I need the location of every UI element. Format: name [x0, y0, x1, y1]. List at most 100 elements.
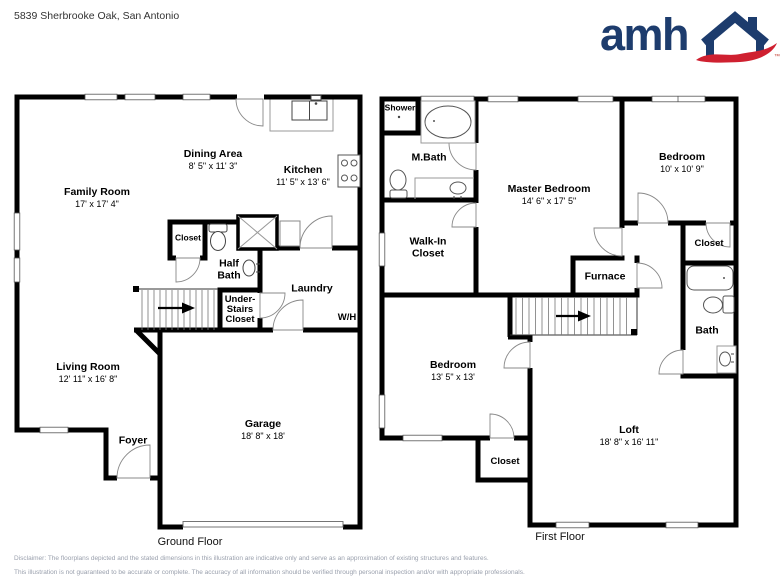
room-label-walk-in-closet: Walk-In Closet	[409, 235, 447, 260]
room-dims: 18' 8" x 18'	[241, 430, 285, 441]
bedroom-left-door-swing	[503, 341, 531, 369]
mbath-fixtures	[389, 100, 476, 199]
amh-logo-text: amh	[600, 9, 690, 60]
walkin-door-swing	[451, 202, 477, 228]
room-label-dining-area: Dining Area 8' 5" x 11' 3"	[184, 148, 243, 171]
stove	[337, 154, 361, 188]
room-name: Garage	[244, 418, 282, 430]
room-dims: 18' 8" x 16' 11"	[599, 436, 659, 447]
logo-swoosh	[696, 43, 777, 63]
room-label-bedroom-right: Bedroom 10' x 10' 9"	[658, 151, 706, 174]
room-name: Furnace	[584, 270, 626, 283]
room-label-master-bedroom: Master Bedroom 14' 6" x 17' 5"	[508, 183, 591, 206]
room-label-closet-bottom: Closet	[490, 457, 519, 467]
room-dims: 10' x 10' 9"	[660, 163, 704, 174]
bath-fixtures	[686, 265, 737, 374]
room-label-mbath: M.Bath	[412, 152, 447, 164]
ground-doors	[116, 98, 333, 479]
stair-arrow-icon	[182, 302, 195, 314]
disclaimer-text: Disclaimer: The floorplans depicted and …	[14, 552, 525, 579]
room-label-foyer: Foyer	[119, 435, 148, 447]
room-label-half-bath: Half Bath	[217, 257, 241, 282]
logo-trademark: ™	[774, 54, 780, 60]
master-door-swing	[593, 227, 623, 257]
bath-toilet-bowl	[703, 296, 723, 314]
room-label-laundry: Laundry	[291, 283, 332, 295]
room-dims: 17' x 17' 4"	[75, 198, 119, 209]
room-name: Bath	[695, 324, 719, 337]
room-label-garage: Garage 18' 8" x 18'	[241, 418, 285, 441]
room-label-loft: Loft 18' 8" x 16' 11"	[599, 424, 659, 447]
disclaimer-line1: Disclaimer: The floorplans depicted and …	[14, 555, 489, 562]
mbath-sink	[449, 181, 467, 195]
room-name: Walk-In Closet	[409, 235, 447, 259]
disclaimer-line2: This illustration is not guaranteed to b…	[14, 568, 525, 576]
stair-newel	[133, 286, 139, 292]
furnace-door-swing	[636, 262, 663, 289]
front-door-swing	[116, 444, 151, 479]
closet-door-swing	[175, 257, 201, 283]
room-dims: 11' 5" x 13' 6"	[276, 176, 330, 187]
ground-stairs	[133, 286, 218, 330]
understairs-door-swing	[259, 292, 286, 319]
room-name: Closet	[490, 456, 520, 467]
room-name: Shower	[384, 102, 416, 113]
ground-windows	[13, 93, 211, 434]
mbath-toilet-bowl	[389, 169, 407, 191]
bath-sink	[719, 351, 731, 367]
room-label-closet-ground: Closet	[175, 232, 201, 243]
room-name: Foyer	[118, 434, 148, 447]
sink-faucet	[310, 95, 322, 101]
room-name: Half Bath	[217, 257, 241, 281]
room-dims: 13' 5" x 13'	[431, 371, 475, 382]
first-floor-plan	[378, 95, 739, 529]
room-name: Laundry	[291, 282, 333, 295]
toilet-bowl	[210, 231, 226, 251]
amh-logo: amh ™	[598, 9, 784, 66]
first-doors	[448, 142, 731, 439]
mbath-vanity	[414, 177, 474, 199]
room-label-shower: Shower	[384, 102, 416, 113]
room-name: Bedroom	[658, 151, 706, 163]
ground-floor-label: Ground Floor	[157, 536, 223, 548]
ground-walls	[14, 94, 363, 530]
room-name: Closet	[175, 232, 201, 243]
sink-faucet-marks	[256, 263, 260, 273]
mbath-toilet-tank	[389, 189, 408, 199]
master-tub	[424, 105, 472, 139]
kitchen-fixtures	[269, 95, 361, 188]
room-label-bath: Bath	[695, 325, 718, 337]
kitchen-counter	[269, 99, 334, 132]
bath-door-swing	[658, 349, 684, 375]
first-stairs	[510, 297, 638, 336]
halfbath-sink	[242, 259, 256, 277]
room-dims: 12' 11" x 16' 8"	[58, 373, 118, 384]
room-label-kitchen: Kitchen 11' 5" x 13' 6"	[276, 164, 330, 187]
room-name: M.Bath	[411, 151, 447, 164]
first-walls	[379, 96, 739, 528]
dining-door-swing	[235, 98, 264, 127]
shelf-box	[279, 220, 301, 247]
room-dims: 14' 6" x 17' 5"	[521, 195, 577, 206]
bath-tub	[686, 265, 734, 291]
room-name: Closet	[694, 238, 724, 249]
room-label-furnace: Furnace	[585, 271, 626, 283]
laundry-garage-door-swing	[272, 299, 304, 331]
stair-arrow-icon	[578, 310, 591, 322]
room-name: Kitchen	[283, 164, 323, 176]
garage-door	[182, 521, 344, 528]
room-label-closet-right: Closet	[694, 239, 723, 249]
room-name: Living Room	[56, 361, 120, 373]
closet-bottom-door-swing	[489, 413, 515, 439]
room-name: Bedroom	[429, 359, 477, 371]
half-bath-fixtures	[208, 223, 260, 277]
toilet-tank	[208, 223, 228, 233]
room-label-under-stairs-closet: Under- Stairs Closet	[225, 295, 256, 325]
room-name: Under- Stairs Closet	[224, 294, 256, 325]
stair-newel	[631, 329, 637, 335]
room-name: Loft	[619, 424, 639, 436]
room-label-water-heater: W/H	[338, 313, 356, 323]
first-floor-label: First Floor	[535, 531, 585, 543]
